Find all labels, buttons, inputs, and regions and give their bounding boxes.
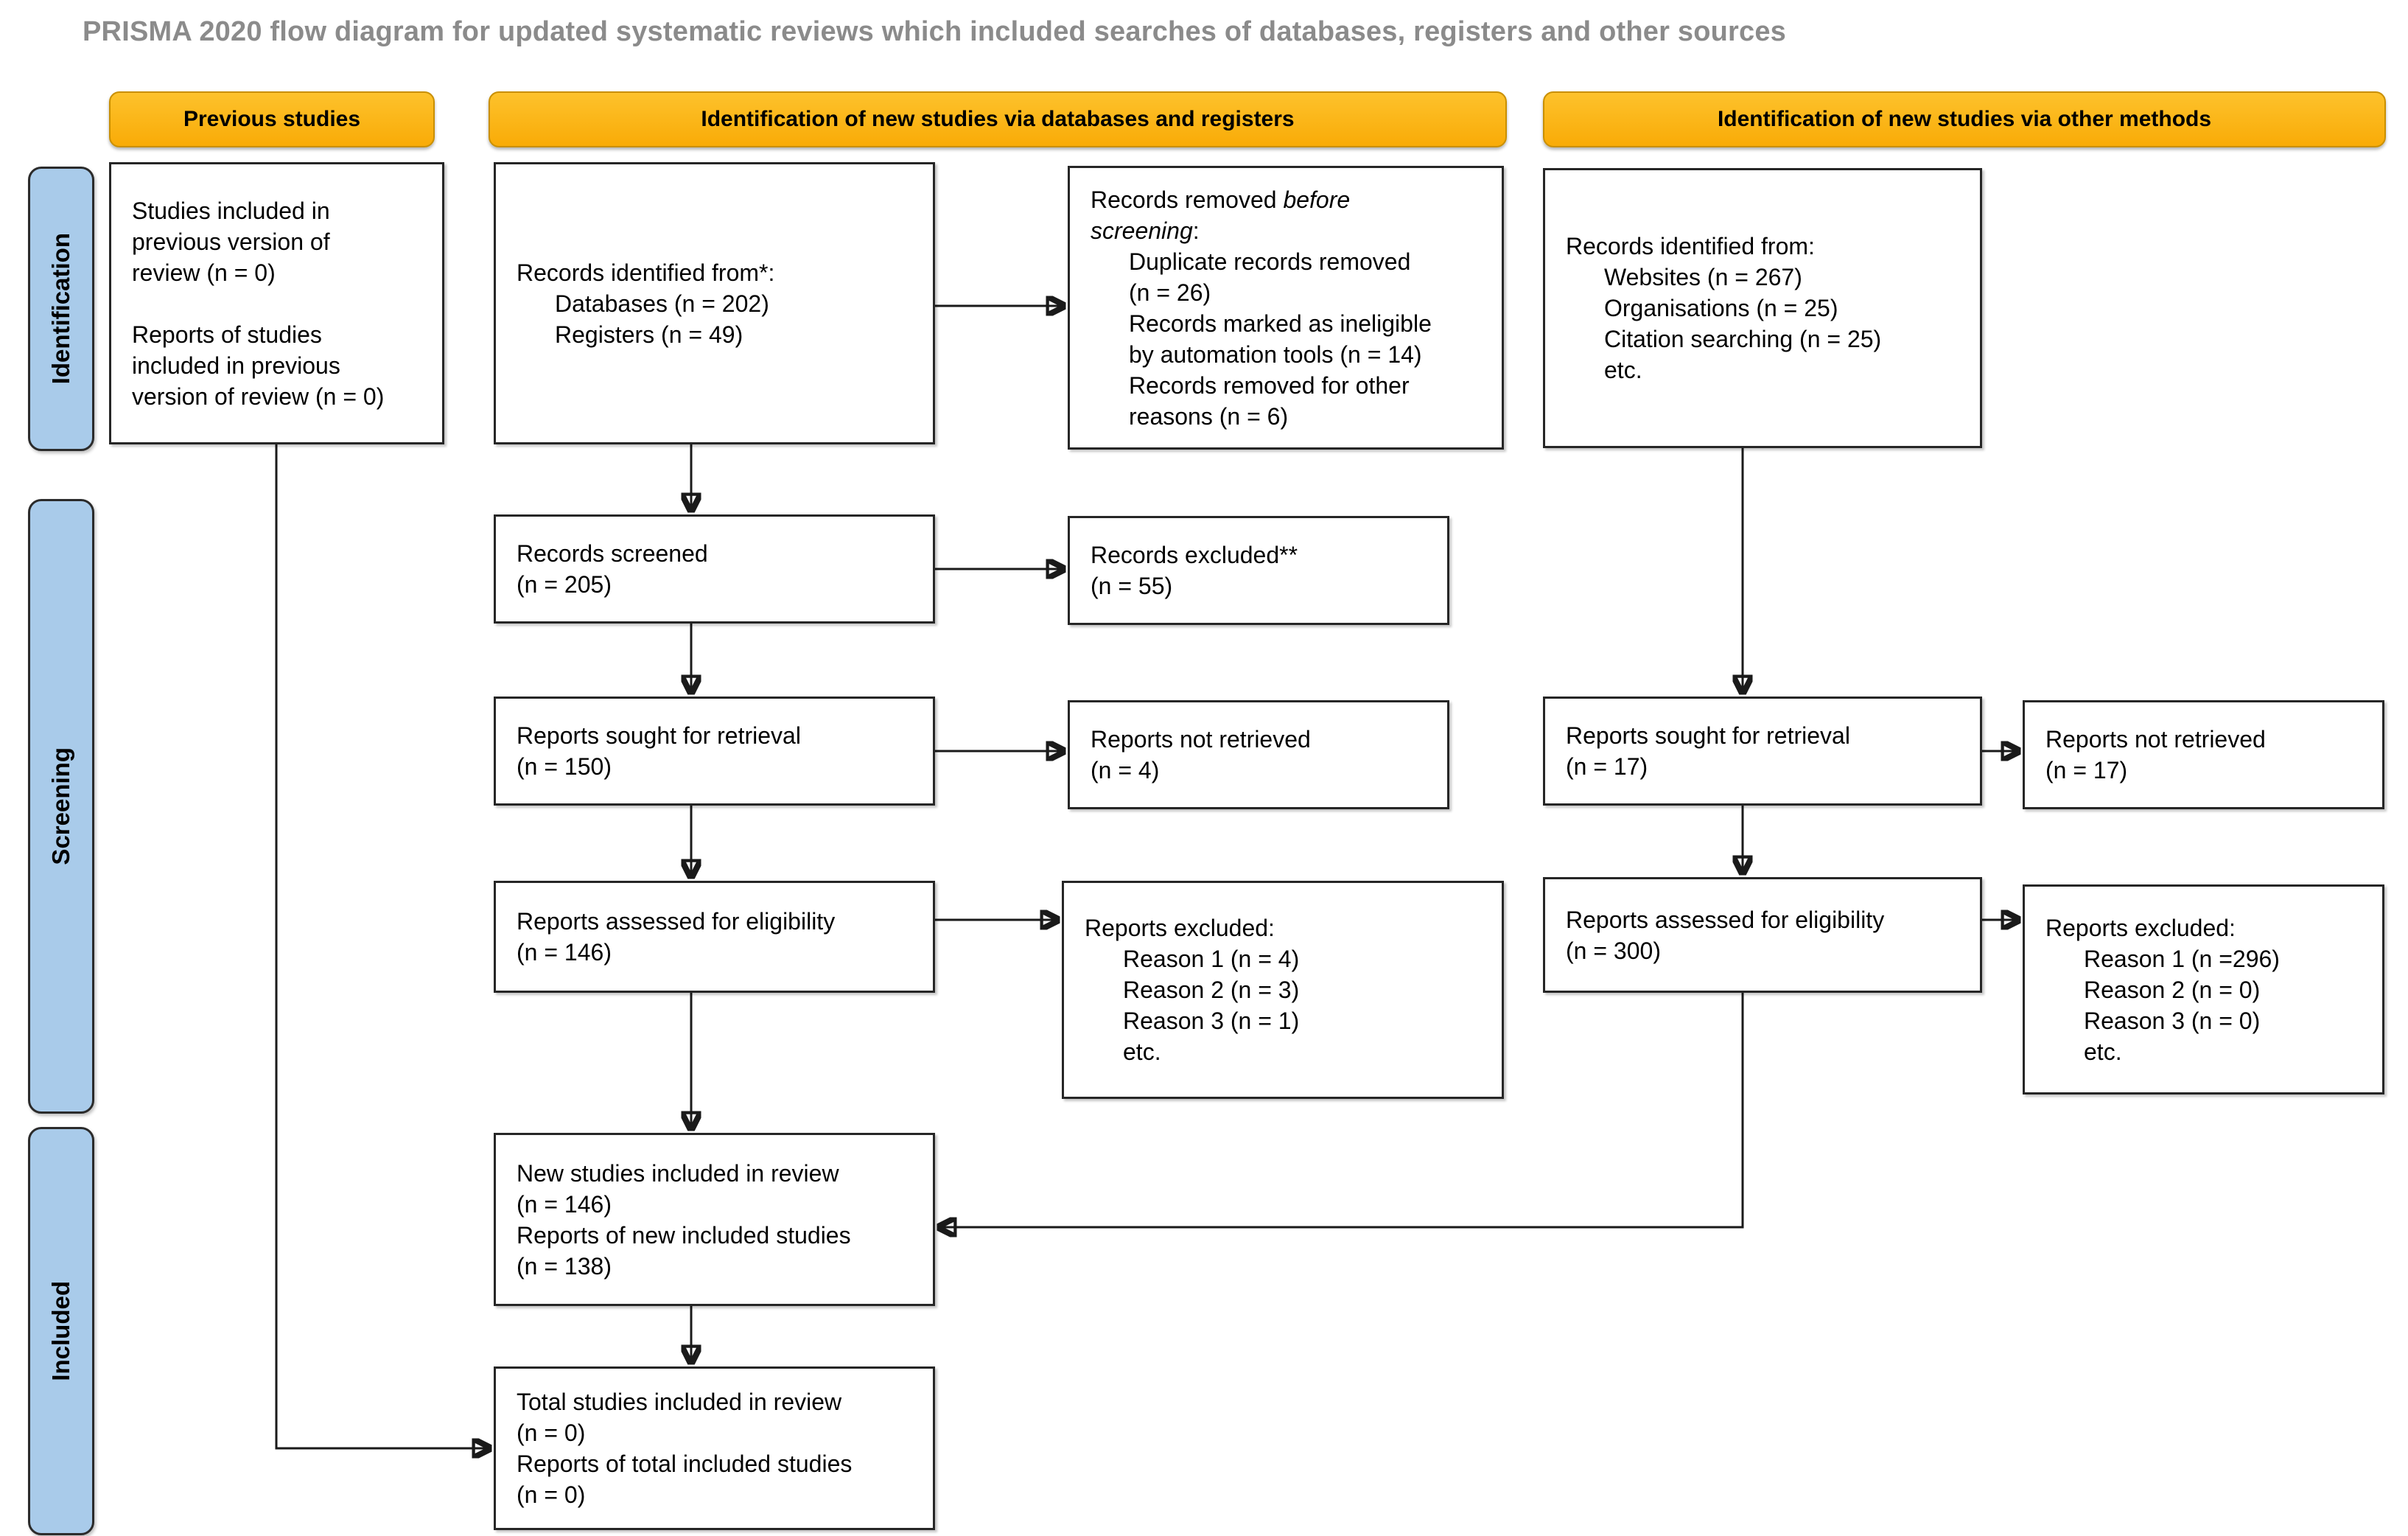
box-line: Records identified from: (1566, 233, 1815, 259)
sidebar-screening-label: Screening (47, 747, 74, 865)
box-line: (n = 300) (1566, 937, 1661, 964)
box-reports-excluded-databases: Reports excluded: Reason 1 (n = 4) Reaso… (1062, 881, 1504, 1099)
sidebar-identification-label: Identification (47, 233, 74, 385)
box-line: (n = 17) (2045, 757, 2128, 783)
box-line: screening: (1091, 217, 1200, 244)
box-previous-studies-included: Studies included in previous version of … (109, 162, 444, 444)
box-reports-sought-databases: Reports sought for retrieval (n = 150) (494, 697, 935, 806)
box-line: (n = 138) (517, 1252, 612, 1280)
box-line: Records screened (517, 540, 708, 567)
box-line: Reports sought for retrieval (517, 722, 801, 749)
box-line: (n = 205) (517, 571, 612, 598)
box-line: Reason 2 (n = 0) (2084, 976, 2261, 1003)
box-line: Reports excluded: (2045, 914, 2236, 941)
box-records-excluded: Records excluded** (n = 55) (1068, 516, 1449, 625)
header-previous-studies: Previous studies (109, 91, 435, 147)
box-line: included in previous (132, 352, 340, 379)
box-line: version of review (n = 0) (132, 383, 385, 410)
box-line: Reports excluded: (1085, 915, 1275, 941)
box-records-identified-databases: Records identified from*: Databases (n =… (494, 162, 935, 444)
box-line: Citation searching (n = 25) (1604, 326, 1882, 352)
sidebar-screening: Screening (28, 499, 94, 1114)
box-records-identified-other: Records identified from: Websites (n = 2… (1543, 168, 1982, 448)
box-line: by automation tools (n = 14) (1129, 341, 1422, 368)
box-line: Reports of studies (132, 321, 322, 348)
header-other-methods: Identification of new studies via other … (1543, 91, 2386, 147)
box-line: (n = 150) (517, 753, 612, 780)
box-line: Total studies included in review (517, 1389, 842, 1415)
box-line: Records marked as ineligible (1129, 310, 1432, 337)
box-line-gap (132, 288, 421, 319)
box-total-studies-included: Total studies included in review (n = 0)… (494, 1366, 935, 1530)
box-line: Registers (n = 49) (555, 321, 743, 348)
box-records-removed-before-screening: Records removed before screening: Duplic… (1068, 166, 1504, 450)
box-line: Reason 1 (n = 4) (1123, 946, 1300, 972)
box-line: etc. (1123, 1038, 1161, 1065)
sidebar-included: Included (28, 1127, 94, 1535)
box-line: (n = 0) (517, 1481, 586, 1508)
box-reports-assessed-databases: Reports assessed for eligibility (n = 14… (494, 881, 935, 993)
box-line: etc. (2084, 1038, 2122, 1065)
box-line: Studies included in (132, 197, 330, 224)
box-line: Records removed for other (1129, 371, 1410, 399)
box-line: (n = 17) (1566, 753, 1648, 780)
box-line: etc. (1604, 357, 1642, 383)
box-line: (n = 146) (517, 1190, 612, 1218)
box-line: (n = 26) (1129, 279, 1211, 306)
box-reports-not-retrieved-databases: Reports not retrieved (n = 4) (1068, 700, 1449, 809)
box-reports-not-retrieved-other: Reports not retrieved (n = 17) (2023, 700, 2384, 809)
box-line: Reason 3 (n = 1) (1123, 1008, 1300, 1034)
box-line: Reason 2 (n = 3) (1123, 977, 1300, 1003)
box-line: Websites (n = 267) (1604, 264, 1802, 290)
box-line: reasons (n = 6) (1129, 402, 1289, 430)
box-line: Reports assessed for eligibility (1566, 906, 1885, 933)
box-line: Organisations (n = 25) (1604, 295, 1838, 321)
box-line: Records removed before (1091, 186, 1351, 213)
box-line: previous version of (132, 228, 330, 255)
box-reports-sought-other: Reports sought for retrieval (n = 17) (1543, 697, 1982, 806)
sidebar-identification: Identification (28, 167, 94, 451)
header-databases-registers: Identification of new studies via databa… (489, 91, 1507, 147)
box-reports-assessed-other: Reports assessed for eligibility (n = 30… (1543, 877, 1982, 993)
box-line: Reports of new included studies (517, 1221, 851, 1249)
box-records-screened: Records screened (n = 205) (494, 514, 935, 624)
sidebar-included-label: Included (47, 1281, 74, 1381)
box-line: Databases (n = 202) (555, 290, 769, 317)
box-line: Reason 3 (n = 0) (2084, 1007, 2261, 1034)
box-reports-excluded-other: Reports excluded: Reason 1 (n =296) Reas… (2023, 884, 2384, 1095)
box-line: Records identified from*: (517, 259, 775, 286)
box-line: Records excluded** (1091, 542, 1298, 568)
box-line: New studies included in review (517, 1159, 839, 1187)
box-line: Reports not retrieved (2045, 726, 2266, 753)
box-line: review (n = 0) (132, 259, 276, 286)
box-line: Duplicate records removed (1129, 248, 1411, 275)
box-line: Reports of total included studies (517, 1451, 853, 1477)
box-new-studies-included: New studies included in review (n = 146)… (494, 1133, 935, 1306)
box-line: (n = 4) (1091, 757, 1160, 783)
box-line: Reason 1 (n =296) (2084, 945, 2280, 972)
box-line: Reports sought for retrieval (1566, 722, 1850, 749)
box-line: Reports assessed for eligibility (517, 908, 836, 935)
box-line: (n = 55) (1091, 573, 1173, 599)
diagram-title: PRISMA 2020 flow diagram for updated sys… (83, 16, 1787, 47)
box-line: Reports not retrieved (1091, 726, 1311, 753)
box-line: (n = 0) (517, 1420, 586, 1446)
box-line: (n = 146) (517, 939, 612, 966)
